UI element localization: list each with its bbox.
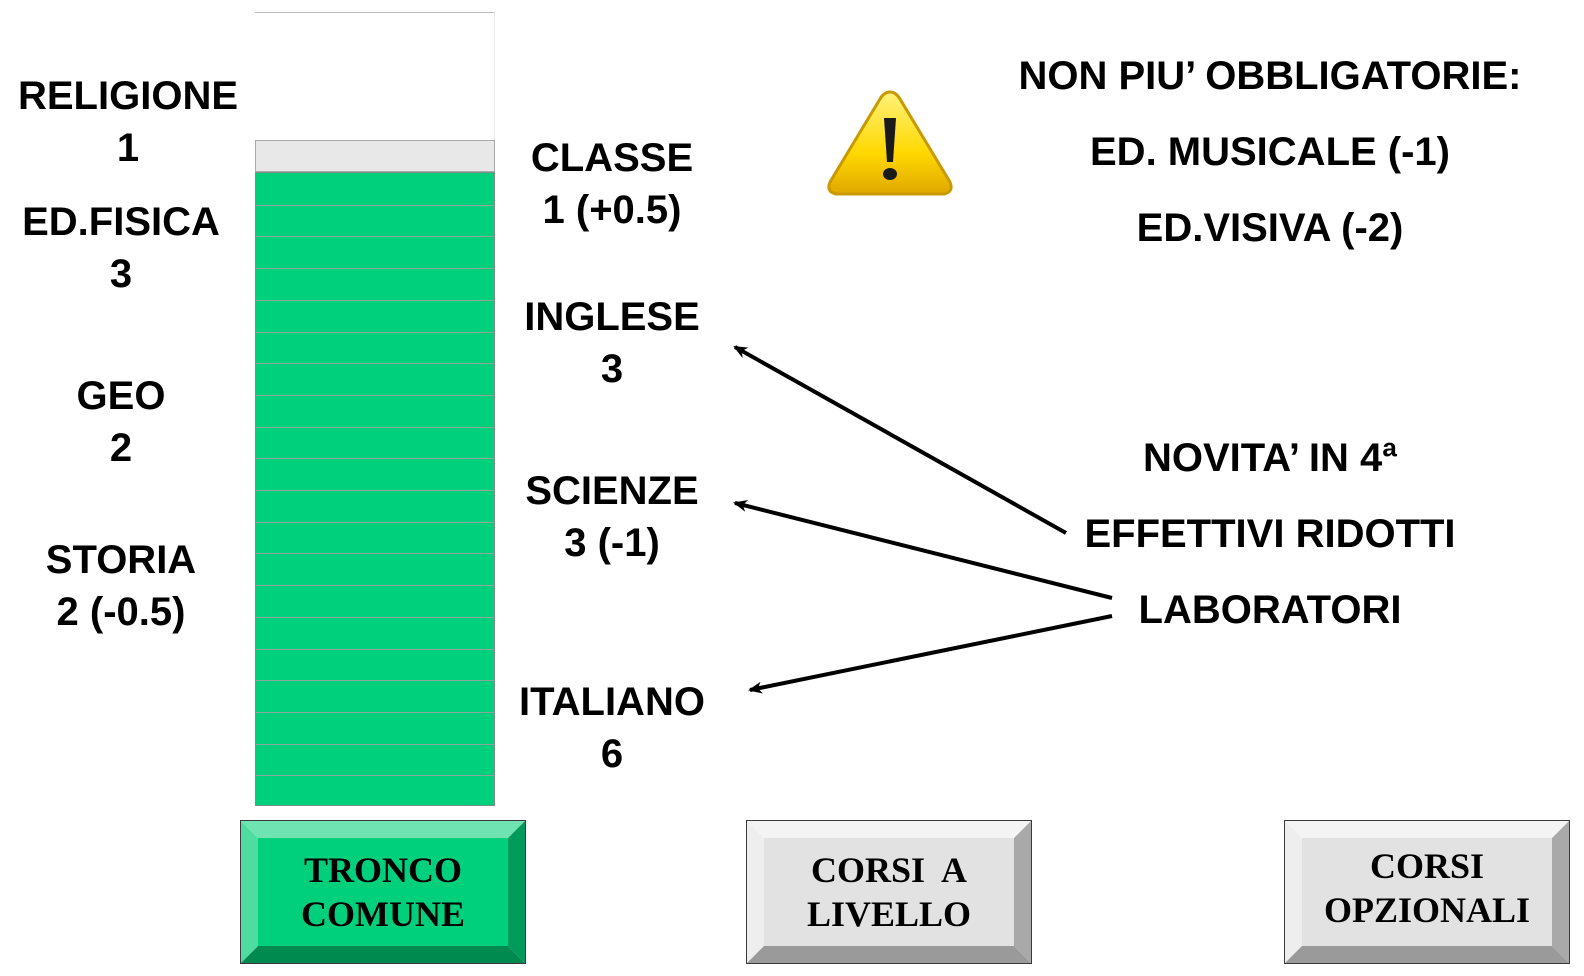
not-mandatory-item: ED. MUSICALE (-1) — [1090, 130, 1450, 174]
label-inglese-name: INGLESE — [524, 295, 700, 339]
label-storia-name: STORIA — [45, 538, 197, 582]
tronco-comune-line: TRONCO — [303, 850, 462, 890]
label-classe-hours: 1 (+0.5) — [542, 188, 682, 232]
label-ed-fisica-name: ED.FISICA — [22, 200, 220, 244]
novelties-title: NOVITA’ IN 4ª — [1142, 436, 1398, 480]
stack-row-divider — [256, 521, 494, 523]
label-ed-fisica: ED.FISICA 3 — [0, 196, 242, 300]
bevel-frame — [240, 820, 526, 964]
label-scienze-name: SCIENZE — [525, 469, 699, 513]
not-mandatory-title: NON PIU’ OBBLIGATORIE: — [1018, 54, 1522, 98]
stack-gray-segment — [255, 140, 495, 172]
label-classe: CLASSE 1 (+0.5) — [492, 132, 732, 236]
stack-row-divider — [256, 616, 494, 618]
stack-row-divider — [256, 490, 494, 491]
label-religione: RELIGIONE 1 — [8, 70, 248, 174]
bevel-frame — [746, 820, 1032, 964]
label-italiano-name: ITALIANO — [519, 680, 705, 724]
stack-row-divider — [256, 680, 494, 682]
stack-row-divider — [256, 743, 494, 745]
label-scienze: SCIENZE 3 (-1) — [492, 465, 732, 569]
stack-row-divider — [256, 775, 494, 777]
warning-triangle-icon — [827, 90, 953, 196]
stack-row-divider — [256, 268, 494, 270]
stack-green-segment — [255, 172, 495, 806]
novelties-item-effettivi: EFFETTIVI RIDOTTI — [1084, 512, 1456, 556]
stack-row-divider — [256, 204, 494, 206]
stack-row-divider — [256, 458, 494, 460]
label-geo-hours: 2 — [109, 426, 133, 470]
stack-row-divider — [256, 553, 494, 555]
corsi-opzionali-line: OPZIONALI — [1323, 890, 1531, 930]
corsi-a-livello-button[interactable]: CORSI A LIVELLO — [746, 820, 1032, 964]
stack-row-divider — [256, 299, 494, 301]
corsi-a-livello-line: LIVELLO — [806, 894, 972, 934]
label-scienze-hours: 3 (-1) — [564, 521, 660, 565]
tronco-comune-label: TRONCO COMUNE — [258, 838, 508, 946]
not-mandatory-item: ED.VISIVA (-2) — [1136, 206, 1404, 250]
tronco-comune-line: COMUNE — [301, 894, 465, 934]
stack-row-divider — [256, 236, 494, 238]
stack-row-divider — [256, 711, 494, 713]
novelties-block: NOVITA’ IN 4ª EFFETTIVI RIDOTTI LABORATO… — [1010, 420, 1530, 648]
label-storia-hours: 2 (-0.5) — [56, 590, 186, 634]
stack-row-divider — [256, 363, 494, 365]
corsi-opzionali-button[interactable]: CORSI OPZIONALI — [1284, 820, 1570, 964]
novelties-item-laboratori: LABORATORI — [1138, 588, 1402, 632]
not-mandatory-block: NON PIU’ OBBLIGATORIE: ED. MUSICALE (-1)… — [990, 38, 1550, 266]
hours-stack — [255, 12, 495, 806]
label-storia: STORIA 2 (-0.5) — [0, 534, 242, 638]
tronco-comune-button[interactable]: TRONCO COMUNE — [240, 820, 526, 964]
stack-row-divider — [256, 585, 494, 587]
stack-empty-segment — [255, 12, 495, 140]
corsi-a-livello-label: CORSI A LIVELLO — [764, 838, 1014, 946]
corsi-opzionali-label: CORSI OPZIONALI — [1302, 830, 1552, 946]
label-geo: GEO 2 — [0, 370, 242, 474]
stack-row-divider — [256, 331, 494, 333]
label-italiano-hours: 6 — [600, 732, 624, 776]
stack-row-divider — [256, 426, 494, 428]
stack-row-divider — [256, 394, 494, 396]
label-geo-name: GEO — [76, 374, 166, 418]
label-ed-fisica-hours: 3 — [109, 252, 133, 296]
label-classe-name: CLASSE — [530, 136, 694, 180]
corsi-opzionali-line: CORSI — [1369, 846, 1485, 886]
label-religione-name: RELIGIONE — [17, 74, 239, 118]
corsi-a-livello-line: CORSI A — [810, 850, 968, 890]
stack-row-divider — [256, 648, 494, 650]
label-italiano: ITALIANO 6 — [492, 676, 732, 780]
bevel-frame — [1284, 820, 1570, 964]
label-inglese: INGLESE 3 — [492, 291, 732, 395]
label-religione-hours: 1 — [116, 126, 140, 170]
label-inglese-hours: 3 — [600, 347, 624, 391]
